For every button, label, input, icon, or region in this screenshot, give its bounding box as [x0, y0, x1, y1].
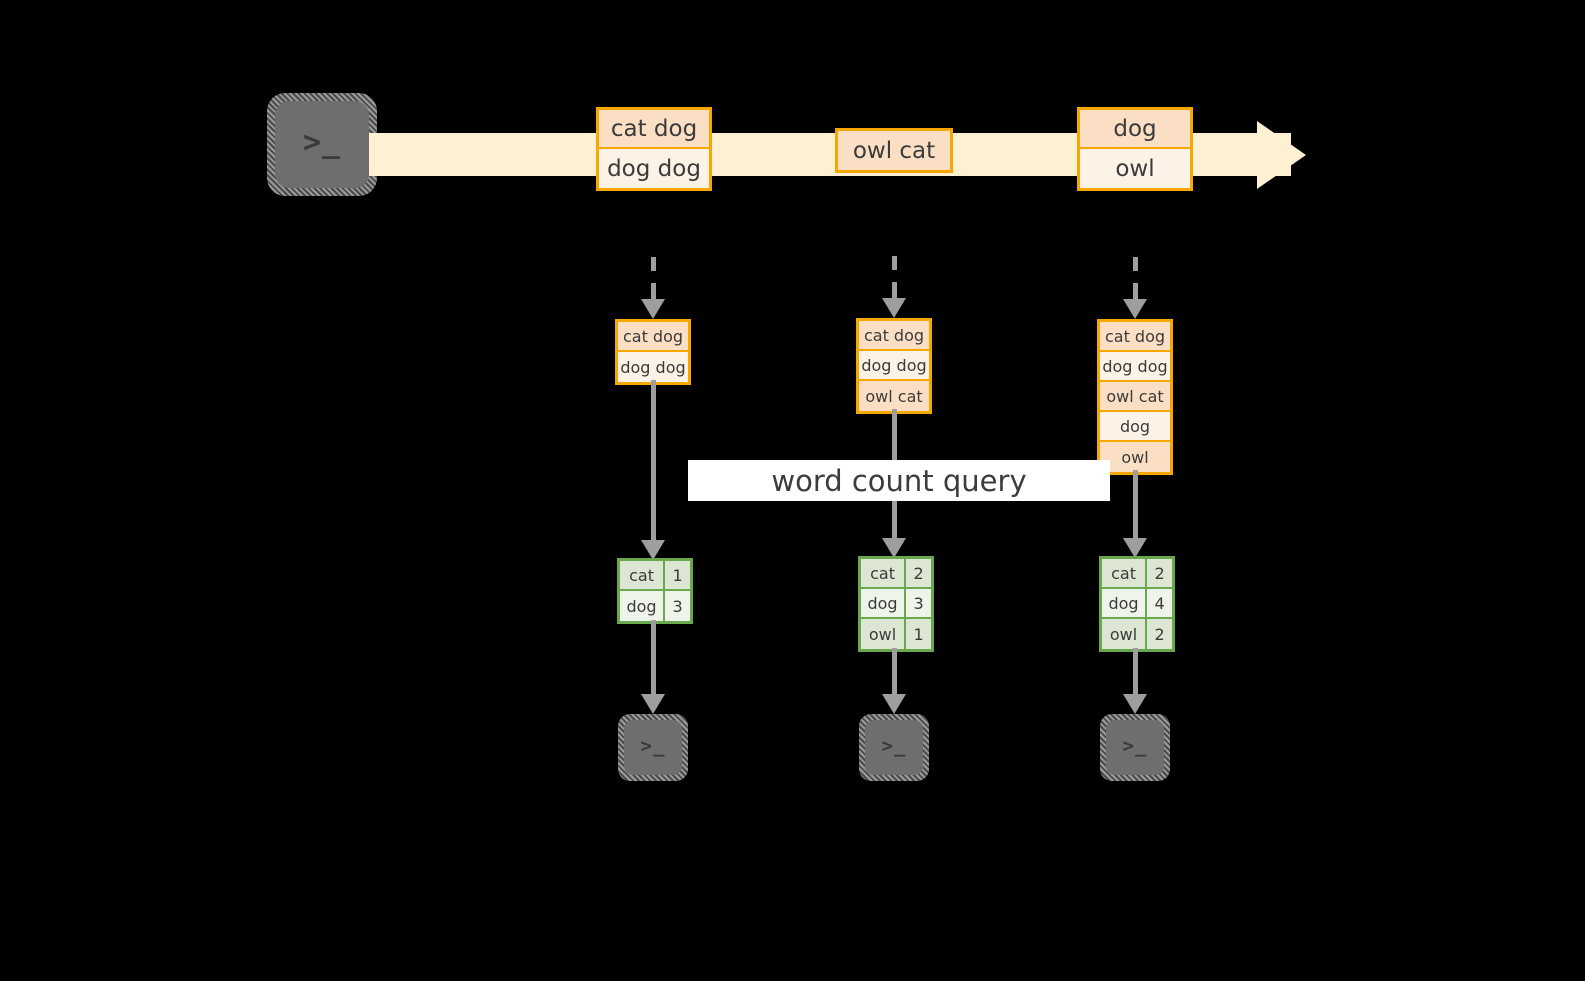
snapshot-3: cat dog dog dog owl cat dog owl	[1097, 319, 1173, 475]
stream-to-snapshot-arrowhead-icon	[641, 299, 665, 319]
count-cell: 1	[906, 619, 931, 649]
count-cell: 2	[1147, 559, 1172, 587]
count-cell: 2	[906, 559, 931, 587]
query-connector	[1133, 470, 1138, 544]
count-cell: 1	[665, 561, 690, 589]
word-cell: cat	[620, 561, 666, 589]
record-line: dog	[1080, 110, 1190, 149]
count-cell: 3	[906, 589, 931, 617]
result-table-2: cat 2 dog 3 owl 1	[858, 556, 934, 652]
table-row: owl 1	[861, 619, 931, 649]
word-cell: cat	[861, 559, 907, 587]
result-to-sink-arrowhead-icon	[641, 694, 665, 714]
table-row: cat 1	[620, 561, 690, 591]
terminal-prompt-glyph: >_	[302, 124, 342, 160]
result-to-sink-arrowhead-icon	[1123, 694, 1147, 714]
query-label: word count query	[688, 460, 1110, 501]
table-row: cat 2	[1102, 559, 1172, 589]
query-connector	[651, 380, 656, 544]
snapshot-2: cat dog dog dog owl cat	[856, 318, 932, 414]
sink-terminal-1: >_	[618, 714, 688, 781]
query-arrowhead-icon	[1123, 538, 1147, 558]
snapshot-line: dog dog	[859, 351, 929, 381]
source-terminal-icon: >_	[267, 93, 377, 196]
stream-to-snapshot-connector	[1133, 288, 1138, 302]
stream-arrowhead-icon	[1257, 121, 1306, 189]
snapshot-line: dog	[1100, 412, 1170, 442]
result-to-sink-connector	[651, 620, 656, 698]
stream-to-snapshot-connector	[892, 256, 897, 290]
result-to-sink-connector	[892, 648, 897, 698]
snapshot-line: owl	[1100, 442, 1170, 472]
snapshot-line: cat dog	[1100, 322, 1170, 352]
table-row: dog 3	[861, 589, 931, 619]
sink-terminal-2: >_	[859, 714, 929, 781]
terminal-prompt-glyph: >_	[1122, 734, 1148, 757]
stream-to-snapshot-connector	[892, 287, 897, 301]
table-row: cat 2	[861, 559, 931, 589]
snapshot-line: cat dog	[618, 322, 688, 352]
record-line: owl	[1080, 149, 1190, 188]
table-row: owl 2	[1102, 619, 1172, 649]
terminal-screen	[865, 720, 923, 775]
count-cell: 4	[1147, 589, 1172, 617]
snapshot-line: owl cat	[859, 381, 929, 411]
stream-to-snapshot-connector	[651, 257, 656, 291]
stream-record-1: cat dog dog dog	[596, 107, 712, 191]
snapshot-line: dog dog	[618, 352, 688, 382]
table-row: dog 3	[620, 591, 690, 621]
result-table-3: cat 2 dog 4 owl 2	[1099, 556, 1175, 652]
stream-to-snapshot-arrowhead-icon	[1123, 299, 1147, 319]
snapshot-1: cat dog dog dog	[615, 319, 691, 385]
word-cell: dog	[861, 589, 907, 617]
query-arrowhead-icon	[882, 538, 906, 558]
sink-terminal-3: >_	[1100, 714, 1170, 781]
terminal-screen	[624, 720, 682, 775]
terminal-screen	[1106, 720, 1164, 775]
result-table-1: cat 1 dog 3	[617, 558, 693, 624]
word-cell: owl	[1102, 619, 1148, 649]
result-to-sink-connector	[1133, 648, 1138, 698]
stream-to-snapshot-arrowhead-icon	[882, 298, 906, 318]
record-line: dog dog	[599, 149, 709, 188]
query-arrowhead-icon	[641, 540, 665, 560]
terminal-prompt-glyph: >_	[640, 734, 666, 757]
terminal-screen	[275, 101, 369, 188]
snapshot-line: owl cat	[1100, 382, 1170, 412]
word-cell: cat	[1102, 559, 1148, 587]
snapshot-line: dog dog	[1100, 352, 1170, 382]
stream-record-2: owl cat	[835, 128, 953, 173]
table-row: dog 4	[1102, 589, 1172, 619]
stream-to-snapshot-connector	[651, 288, 656, 302]
result-to-sink-arrowhead-icon	[882, 694, 906, 714]
record-line: cat dog	[599, 110, 709, 149]
word-cell: dog	[1102, 589, 1148, 617]
count-cell: 3	[665, 591, 690, 621]
stream-record-3: dog owl	[1077, 107, 1193, 191]
record-line: owl cat	[838, 131, 950, 170]
terminal-prompt-glyph: >_	[881, 734, 907, 757]
word-cell: dog	[620, 591, 666, 621]
count-cell: 2	[1147, 619, 1172, 649]
snapshot-line: cat dog	[859, 321, 929, 351]
stream-to-snapshot-connector	[1133, 257, 1138, 291]
word-cell: owl	[861, 619, 907, 649]
